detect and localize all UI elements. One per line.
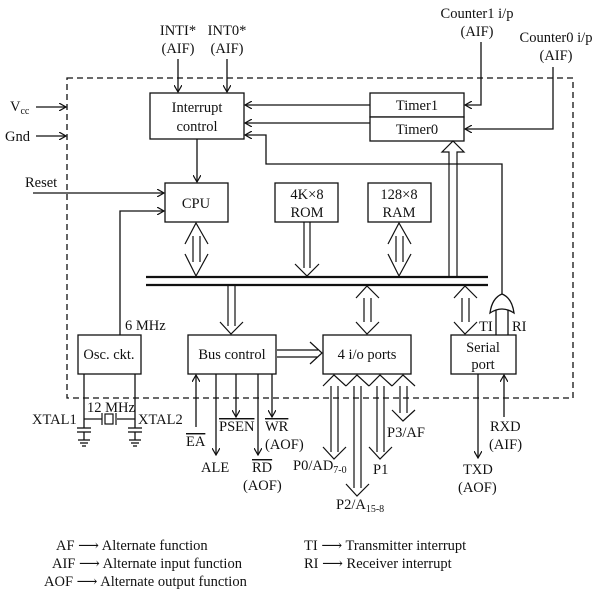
counter0-aif-label: (AIF) [539,48,572,64]
xtal2-label: XTAL2 [138,412,183,428]
interrupt-control-label-2: control [176,119,217,135]
psen-label: PSEN [219,419,255,435]
legend-left: AF ⟶ Alternate function AIF ⟶ Alternate … [44,537,247,591]
ram-block [367,182,432,223]
serial-port-label-1: Serial [466,340,500,356]
counter1-label: Counter1 i/p [441,6,514,22]
arrow-icon: ⟶ [79,556,100,572]
ram-label-2: RAM [382,205,415,221]
int0-aif-label: (AIF) [210,41,243,57]
p3-arrow [391,374,416,422]
rom-label-2: ROM [290,205,323,221]
arrow-icon: ⟶ [76,574,98,590]
legend-item-ti: TI ⟶ Transmitter interrupt [304,538,467,554]
buscontrol-ioports-arrow [277,341,323,365]
rxd-aif-label: (AIF) [489,437,522,453]
bus-buscontrol-arrow [219,285,244,335]
arrow-icon: ⟶ [78,538,99,554]
int0-label: INT0* [208,23,247,39]
rd-label: RD [252,460,272,476]
serial-to-interrupt [245,135,503,298]
p1-arrow [368,374,393,460]
counter0-label: Counter0 i/p [520,30,593,46]
ram-bus-arrow [387,221,412,278]
osc-to-cpu [119,211,164,335]
bus-timer-arrow [440,140,466,277]
crystal-12mhz-label: 12 MHz [87,400,135,416]
chip-boundary [66,77,574,399]
rd-aof-label: (AOF) [243,478,282,494]
serial-port-block [450,334,517,375]
timer0-label: Timer0 [396,122,438,138]
bus-control-label: Bus control [198,347,265,363]
serial-port-label-2: port [471,357,494,373]
reset-label: Reset [25,175,57,191]
p3-label: P3/AF [387,425,425,441]
p0-arrow [322,374,347,460]
timer1-label: Timer1 [396,98,438,114]
io-ports-label: 4 i/o ports [338,347,397,363]
arrow-icon: ⟶ [322,556,343,572]
ri-label: RI [512,319,527,335]
txd-aof-label: (AOF) [458,480,497,496]
legend-item-aif: AIF ⟶ Alternate input function [52,556,242,572]
cpu-bus-arrow [184,221,209,278]
arrow-icon: ⟶ [321,538,343,554]
oscillator-block [77,334,142,375]
gnd-label: Gnd [5,129,31,145]
bus-ioports-arrow [355,285,380,335]
p2-arrow [345,374,370,497]
rom-label-1: 4K×8 [290,187,323,203]
rom-block [274,182,339,223]
timer1-block [369,92,465,118]
wr-aof-label: (AOF) [265,437,304,453]
clock-6mhz-label: 6 MHz [125,318,166,334]
counter1-arrow [465,42,482,105]
wr-label: WR [265,419,289,435]
or-gate [489,293,515,315]
vcc-label: Vcc [10,99,30,117]
ti-label: TI [479,319,493,335]
oscillator-label: Osc. ckt. [83,347,134,363]
bus-control-block [187,334,277,375]
crystal-icon [101,413,117,425]
counter1-aif-label: (AIF) [460,24,493,40]
int1-label: INTI* [160,23,196,39]
cpu-label: CPU [182,196,211,212]
xtal1-label: XTAL1 [32,412,77,428]
legend-right: TI ⟶ Transmitter interrupt RI ⟶ Receiver… [304,537,466,573]
interrupt-control-label-1: Interrupt [172,100,223,116]
legend-item-af: AF ⟶ Alternate function [56,538,208,554]
bus-serial-arrow [453,285,478,335]
ale-label: ALE [201,460,229,476]
ram-label-1: 128×8 [380,187,417,203]
p1-label: P1 [373,462,388,478]
port-arrows [322,374,416,497]
io-ports-block [322,334,412,375]
cpu-block [164,182,229,223]
legend-item-aof: AOF ⟶ Alternate output function [44,574,247,590]
counter0-arrow [465,67,554,129]
ea-label: EA [186,434,206,450]
p2-label: P2/A15-8 [336,497,384,515]
ground-capacitor-icons [77,427,142,447]
legend-item-ri: RI ⟶ Receiver interrupt [304,556,452,572]
p0-label: P0/AD7-0 [293,458,347,476]
int1-aif-label: (AIF) [161,41,194,57]
rxd-label: RXD [490,419,521,435]
txd-label: TXD [463,462,493,478]
rom-bus-arrow [294,222,320,277]
bus-arrows [184,140,478,365]
